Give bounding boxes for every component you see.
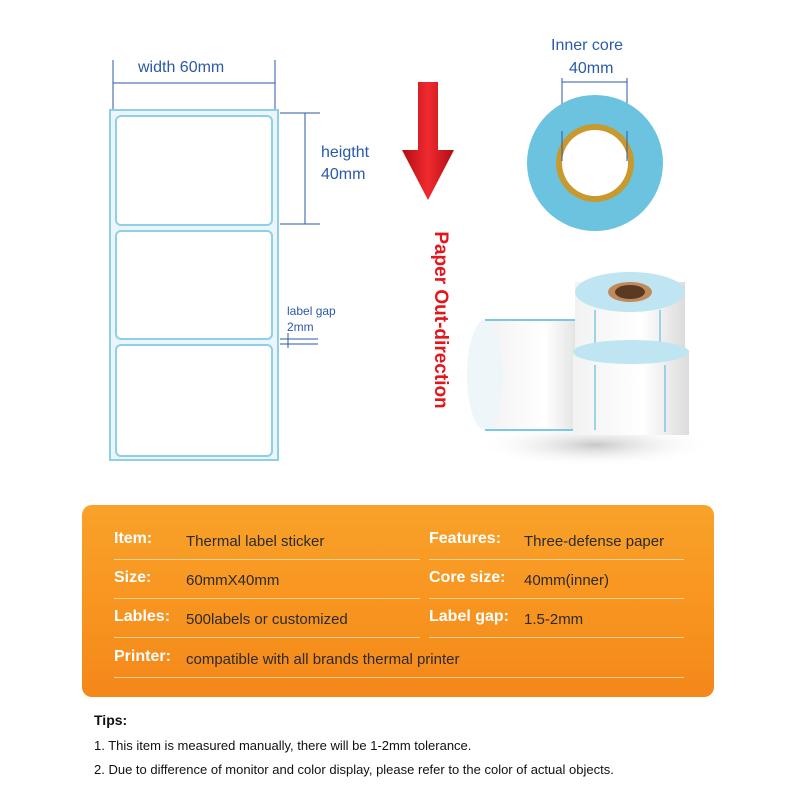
label-sticker bbox=[115, 344, 273, 457]
gap-label-line2: 2mm bbox=[287, 320, 314, 334]
spec-key-features: Features: bbox=[429, 530, 502, 547]
spec-key-core-size: Core size: bbox=[429, 569, 506, 586]
spec-panel: Item: Thermal label sticker Features: Th… bbox=[82, 505, 714, 697]
arrow-down-icon bbox=[402, 82, 454, 200]
spec-divider bbox=[429, 637, 684, 638]
spec-value-printer: compatible with all brands thermal print… bbox=[186, 651, 460, 668]
core-label-line2: 40mm bbox=[569, 60, 614, 77]
spec-value-labels: 500labels or customized bbox=[186, 611, 348, 628]
spec-key-item: Item: bbox=[114, 530, 153, 547]
paper-direction-label-wrap: Paper Out-direction bbox=[428, 210, 452, 430]
height-dimension-line bbox=[280, 112, 320, 225]
spec-key-labels: Lables: bbox=[114, 608, 171, 625]
spec-value-features: Three-defense paper bbox=[524, 533, 665, 550]
core-label-line1: Inner core bbox=[551, 37, 624, 54]
label-sticker bbox=[115, 230, 273, 340]
label-rolls-image bbox=[467, 272, 715, 467]
paper-direction-label: Paper Out-direction bbox=[430, 231, 451, 409]
spec-value-core-size: 40mm(inner) bbox=[524, 572, 610, 589]
spec-key-label-gap: Label gap: bbox=[429, 608, 510, 625]
width-label: width 60mm bbox=[138, 59, 225, 76]
label-diagram: width 60mm heigtht 40mm label gap 2mm bbox=[0, 0, 400, 480]
label-sticker bbox=[115, 115, 273, 226]
width-dimension-line bbox=[112, 60, 276, 110]
spec-value-size: 60mmX40mm bbox=[186, 572, 280, 589]
tip-item: 1. This item is measured manually, there… bbox=[94, 738, 472, 753]
spec-value-item: Thermal label sticker bbox=[186, 533, 325, 550]
height-label-line1: heigtht bbox=[321, 144, 370, 161]
tips-title: Tips: bbox=[94, 712, 128, 728]
gap-dimension-line bbox=[280, 333, 318, 348]
tip-item: 2. Due to difference of monitor and colo… bbox=[94, 762, 614, 777]
spec-divider bbox=[114, 677, 684, 678]
spec-divider bbox=[429, 559, 684, 560]
spec-key-printer: Printer: bbox=[114, 648, 171, 665]
spec-divider bbox=[429, 598, 684, 599]
spec-divider bbox=[114, 598, 420, 599]
spec-divider bbox=[114, 637, 420, 638]
label-liner bbox=[109, 109, 279, 461]
height-label-line2: 40mm bbox=[321, 166, 366, 183]
spec-key-size: Size: bbox=[114, 569, 152, 586]
spec-value-label-gap: 1.5-2mm bbox=[524, 611, 584, 628]
spec-divider bbox=[114, 559, 420, 560]
roll-core-diagram bbox=[527, 78, 663, 231]
gap-label-line1: label gap bbox=[287, 304, 336, 318]
